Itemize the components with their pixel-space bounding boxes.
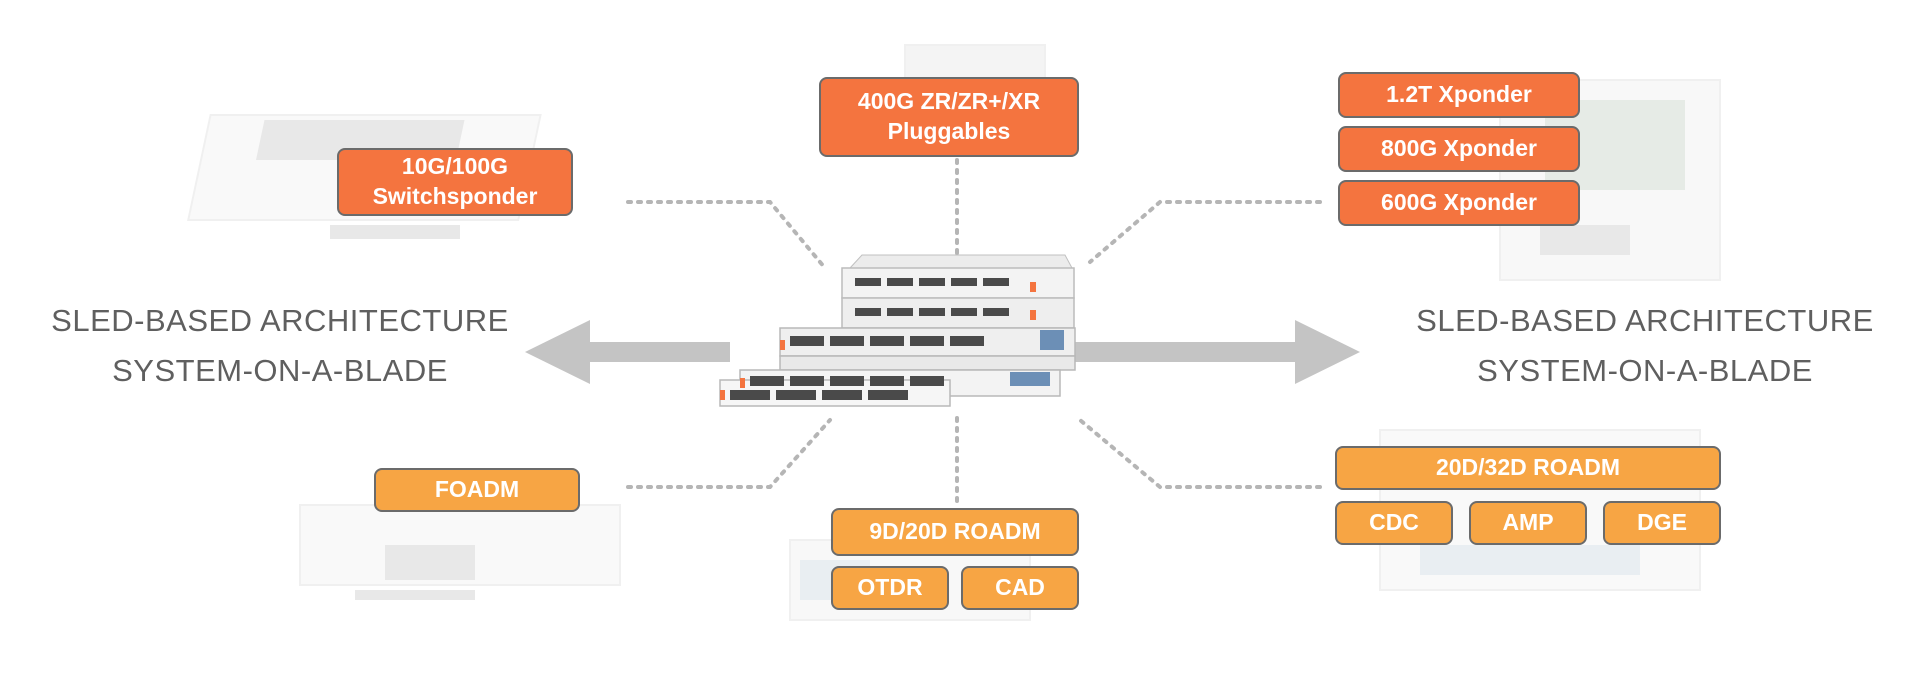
xponder-1-2t-box: 1.2T Xponder	[1338, 72, 1580, 118]
xponder-800g-label: 800G Xponder	[1381, 135, 1537, 162]
switchsponder-module-box: 10G/100G Switchsponder	[337, 148, 573, 216]
right-arrow	[1065, 320, 1360, 384]
connector-top-right	[1088, 200, 1322, 264]
xponder-600g-label: 600G Xponder	[1381, 189, 1537, 216]
dotted-connectors	[626, 158, 1322, 510]
xponder-1-2t-label: 1.2T Xponder	[1386, 81, 1532, 108]
otdr-label: OTDR	[857, 574, 923, 601]
pluggables-module-box: 400G ZR/ZR+/XR Pluggables	[819, 77, 1079, 157]
roadm-20d-32d-label: 20D/32D ROADM	[1435, 454, 1621, 481]
pluggables-line2: Pluggables	[887, 118, 1011, 144]
left-heading-line2: SYSTEM-ON-A-BLADE	[112, 353, 448, 388]
pluggables-line1: 400G ZR/ZR+/XR	[857, 88, 1041, 115]
cdc-module-box: CDC	[1335, 501, 1453, 545]
foadm-module-box: FOADM	[374, 468, 580, 512]
chassis-stack-image	[719, 254, 1076, 407]
connector-bottom-right	[1078, 418, 1322, 489]
amp-label: AMP	[1502, 509, 1554, 536]
right-heading-line1: SLED-BASED ARCHITECTURE	[1416, 303, 1874, 338]
sled-image-bottom-left	[299, 504, 621, 600]
connector-bottom-left	[626, 418, 832, 489]
otdr-module-box: OTDR	[831, 566, 949, 610]
roadm-9d-20d-label: 9D/20D ROADM	[869, 518, 1041, 545]
left-arrow	[525, 320, 730, 384]
connector-top-left	[626, 200, 827, 270]
right-heading-line2: SYSTEM-ON-A-BLADE	[1477, 353, 1813, 388]
cdc-label: CDC	[1369, 509, 1419, 536]
left-architecture-heading: SLED-BASED ARCHITECTURE SYSTEM-ON-A-BLAD…	[40, 296, 520, 396]
cad-label: CAD	[995, 574, 1045, 601]
amp-module-box: AMP	[1469, 501, 1587, 545]
xponder-800g-box: 800G Xponder	[1338, 126, 1580, 172]
roadm-9d-20d-box: 9D/20D ROADM	[831, 508, 1079, 556]
cad-module-box: CAD	[961, 566, 1079, 610]
dge-label: DGE	[1637, 509, 1687, 536]
roadm-20d-32d-box: 20D/32D ROADM	[1335, 446, 1721, 490]
xponder-600g-box: 600G Xponder	[1338, 180, 1580, 226]
switchsponder-line1: 10G/100G	[401, 153, 509, 180]
left-heading-line1: SLED-BASED ARCHITECTURE	[51, 303, 509, 338]
dge-module-box: DGE	[1603, 501, 1721, 545]
switchsponder-line2: Switchsponder	[372, 183, 538, 209]
foadm-label: FOADM	[434, 476, 520, 503]
right-architecture-heading: SLED-BASED ARCHITECTURE SYSTEM-ON-A-BLAD…	[1405, 296, 1885, 396]
